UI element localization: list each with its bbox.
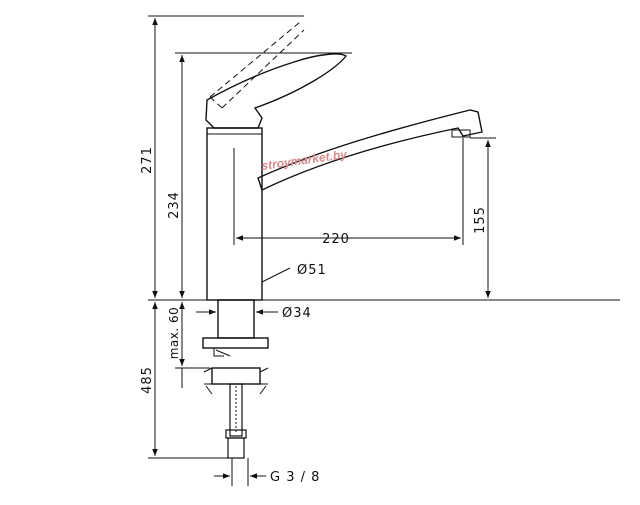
label-connection-thread: G 3 / 8 xyxy=(270,470,320,485)
base-shank xyxy=(217,299,255,339)
lever-handle xyxy=(205,53,348,129)
lever-open-position xyxy=(209,21,305,109)
spout xyxy=(257,109,483,191)
leader-d51 xyxy=(261,267,291,283)
label-below-counter: 485 xyxy=(140,366,155,394)
label-base-diameter: Ø34 xyxy=(282,306,312,321)
hose-connector xyxy=(227,437,245,459)
label-lever-height: 234 xyxy=(167,191,182,219)
supply-hose xyxy=(229,383,243,437)
label-spout-height: 155 xyxy=(473,206,488,234)
label-total-height: 271 xyxy=(140,146,155,174)
watermark: stroymarket.by xyxy=(260,147,348,173)
fixing-clip xyxy=(213,348,224,357)
nut-legs xyxy=(205,385,267,395)
nut-wings xyxy=(203,367,269,385)
label-spout-reach: 220 xyxy=(322,232,350,247)
label-max-thickness: max. 60 xyxy=(167,307,181,360)
label-body-diameter: Ø51 xyxy=(297,263,327,278)
clip-detail xyxy=(215,349,231,357)
fixing-plate xyxy=(202,337,269,349)
fixing-nut xyxy=(211,367,261,385)
aerator xyxy=(451,129,471,138)
